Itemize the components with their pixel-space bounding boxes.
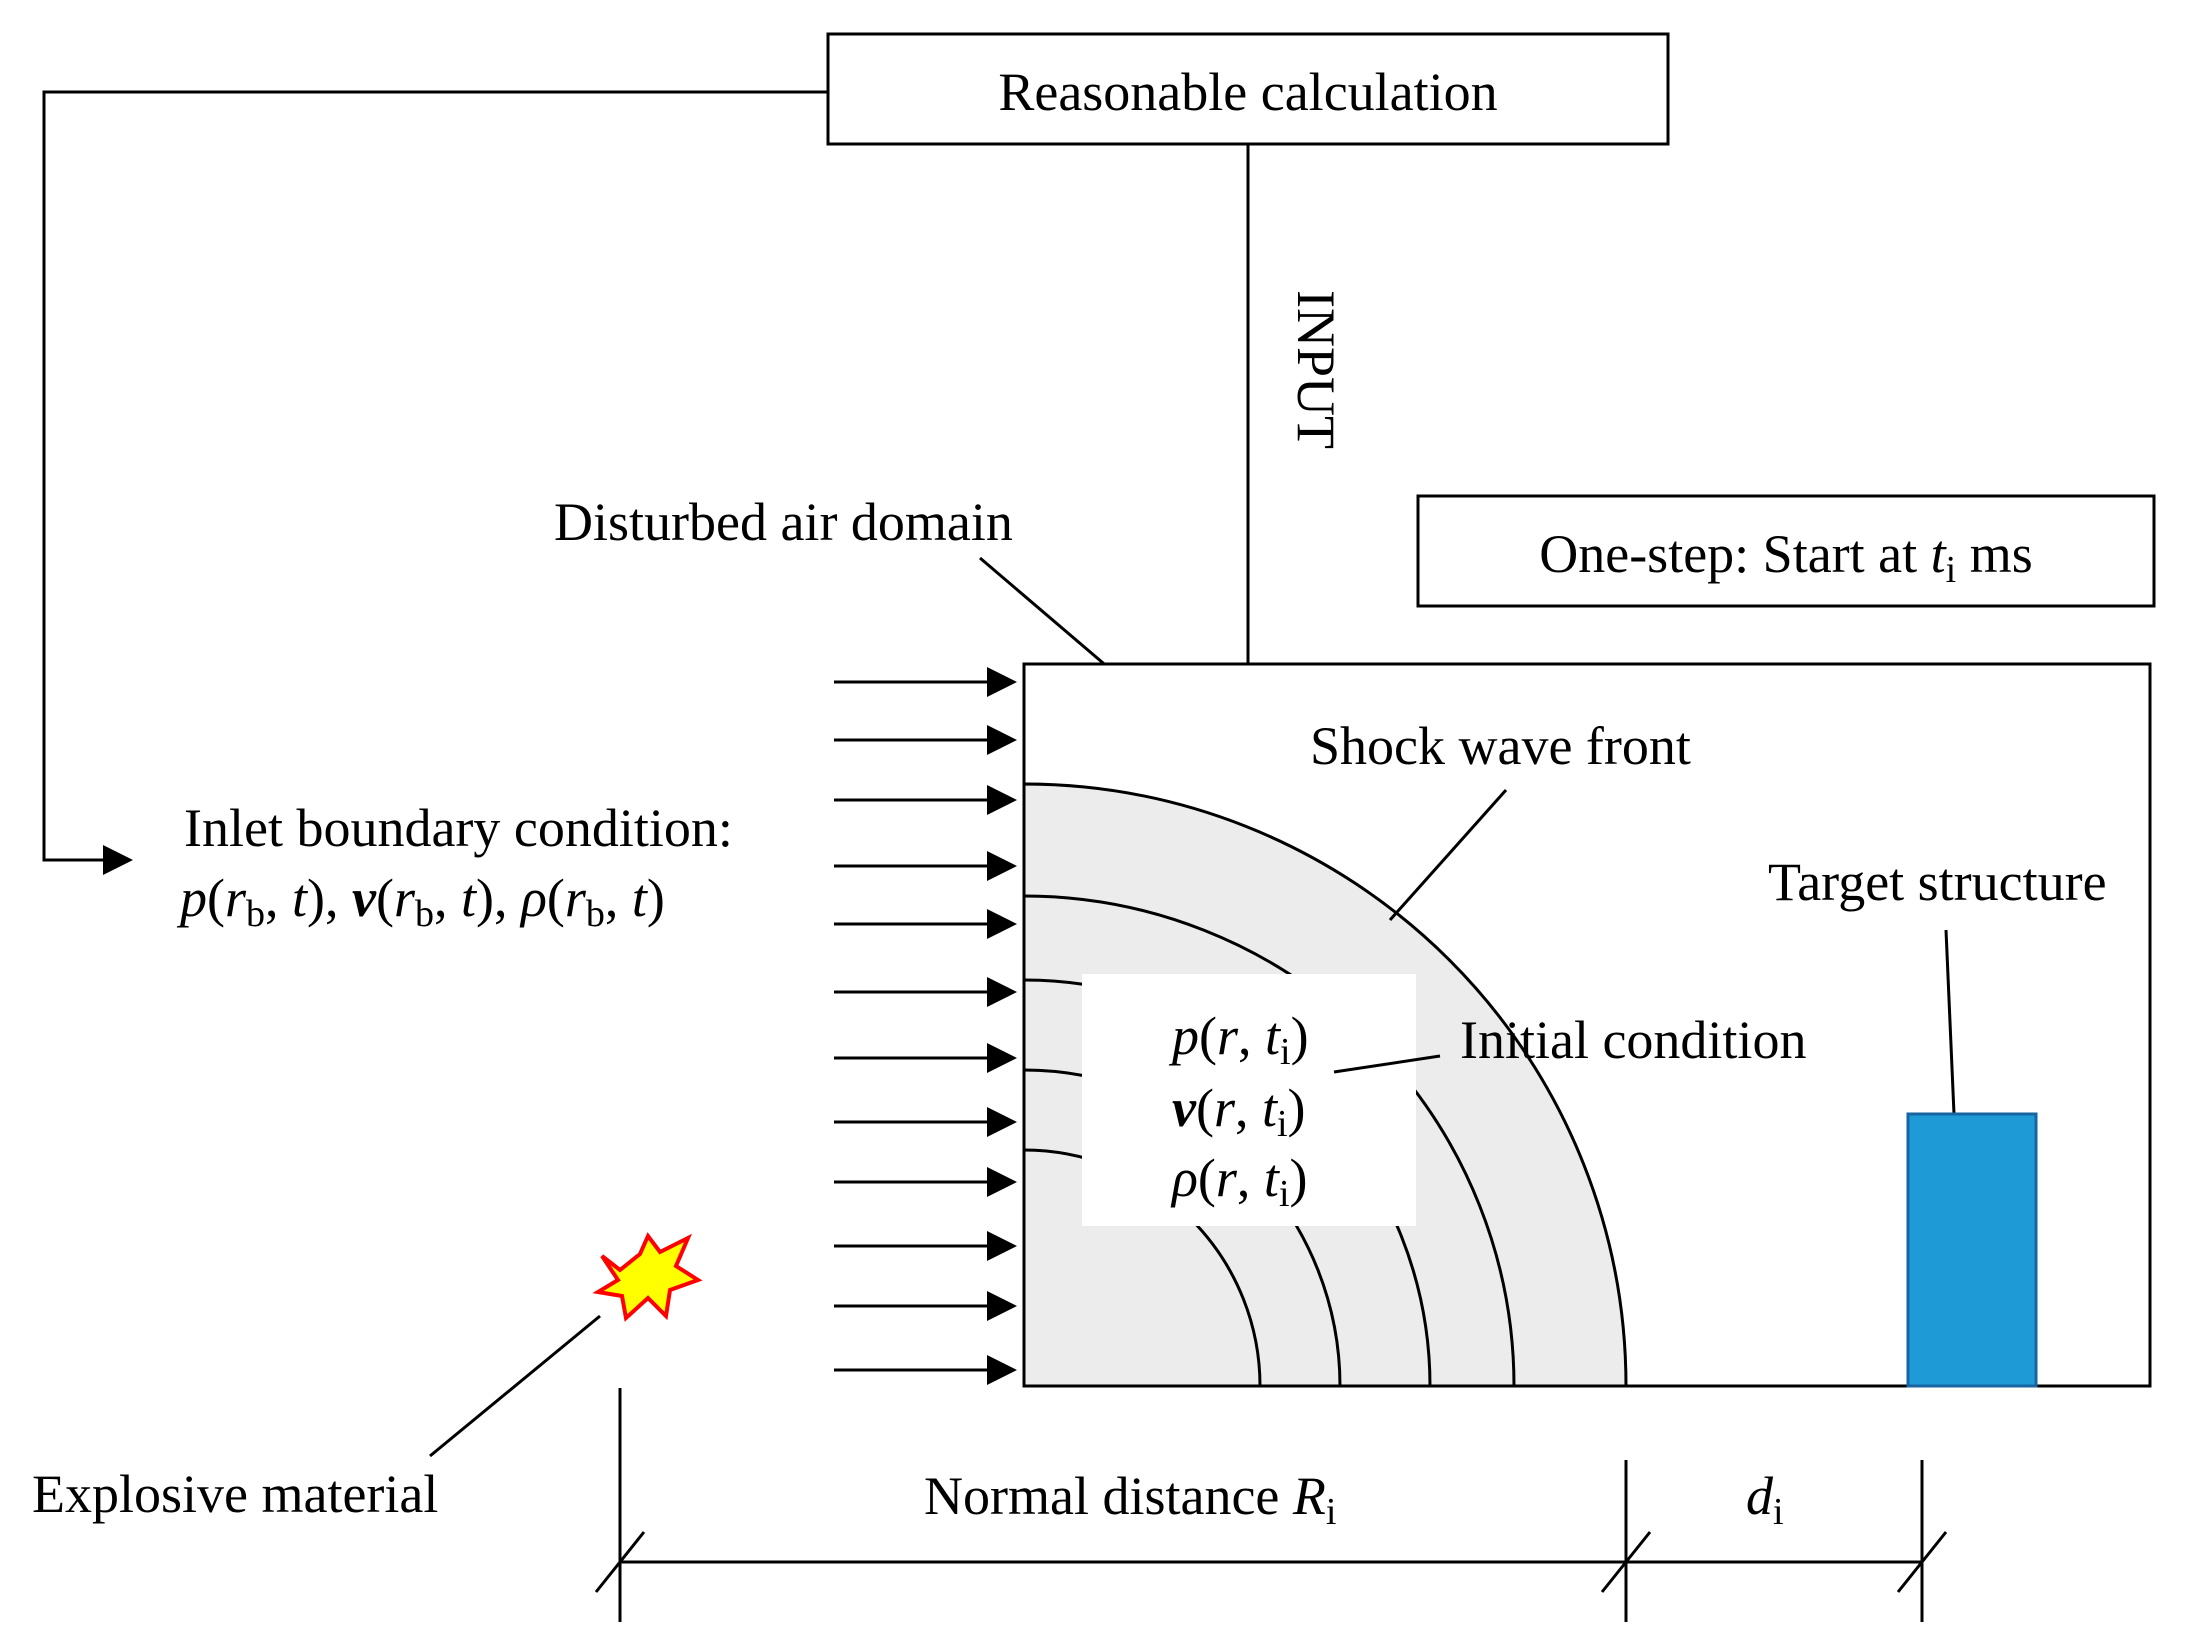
one-step-box: One-step: Start at ti ms [1416,494,2156,608]
explosive-material-leader [429,1314,601,1458]
reasonable-calculation-box: Reasonable calculation [826,32,1670,146]
inlet-arrows [834,667,1017,1385]
disturbed-air-domain-label: Disturbed air domain [554,492,1013,552]
initial-condition-label: Initial condition [1460,1010,1806,1070]
initial-pressure: p(r, ti) [1168,1006,1309,1073]
target-structure [1906,1112,2038,1388]
target-structure-label: Target structure [1768,852,2107,912]
normal-distance-label: Normal distance Ri [924,1466,1336,1533]
input-label: INPUT [1286,290,1346,449]
initial-condition-leader [1333,1054,1441,1074]
feedback-connector [42,90,828,875]
dimension-lines [594,1388,1948,1622]
explosion-icon [592,1232,703,1322]
explosive-material-label: Explosive material [32,1464,438,1524]
initial-density: ρ(r, ti) [1170,1148,1307,1215]
standoff-distance-label: di [1746,1466,1784,1533]
one-step-label: One-step: Start at ti ms [1539,524,2033,591]
reasonable-calculation-label: Reasonable calculation [998,62,1497,122]
inlet-boundary-formula: p(rb, t), v(rb, t), ρ(rb, t) [176,868,665,935]
inlet-boundary-condition-label: Inlet boundary condition: [184,798,733,858]
shock-wave-front-leader [1388,789,1508,921]
initial-velocity: v(r, ti) [1172,1078,1306,1145]
shock-wave-front-label: Shock wave front [1310,716,1691,776]
initial-condition-box: p(r, ti) v(r, ti) ρ(r, ti) [1082,974,1416,1226]
target-structure-leader [1944,929,1956,1115]
